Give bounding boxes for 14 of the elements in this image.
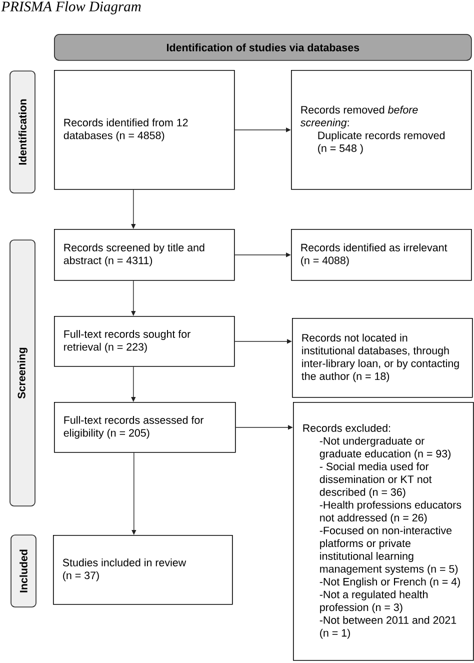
process-box: Records identified from 12 databases (n = 4858)	[54, 70, 235, 190]
process-box: Records not located in institutional databases, through inter-library loan, or by contacting the author (n = 18)	[292, 318, 473, 398]
process-box: Full-text records assessed for eligibility (n = 205)	[54, 402, 236, 453]
header-band: Identification of studies via databases	[54, 34, 472, 61]
process-box: Full-text records sought for retrieval (n = 223)	[54, 316, 235, 367]
process-box: Records screened by title and abstract (n = 4311)	[54, 229, 235, 281]
process-box: Studies included in review (n = 37)	[53, 535, 233, 605]
process-box: Records excluded: -Not undergraduate or graduate education (n = 93) - Social media used for dissemination or KT not described (n = 36) -Health professions educators not addressed (n = 26) -Focused on non-interactive platforms or private institutional learning management systems (n = 5) -Not English or French (n = 4) -Not a regulated health profession (n = 3) -Not between 2011 and 2021 (n = 1)	[293, 402, 474, 661]
process-box: Records identified as irrelevant (n = 4088)	[291, 229, 472, 281]
title: PRISMA Flow Diagram	[1, 1, 141, 14]
process-box: Records removed before screening: Duplicate records removed (n = 548 )	[291, 70, 472, 190]
phase-band: Identification	[10, 70, 36, 194]
phase-band: Included	[10, 534, 36, 608]
phase-band: Screening	[10, 240, 36, 506]
